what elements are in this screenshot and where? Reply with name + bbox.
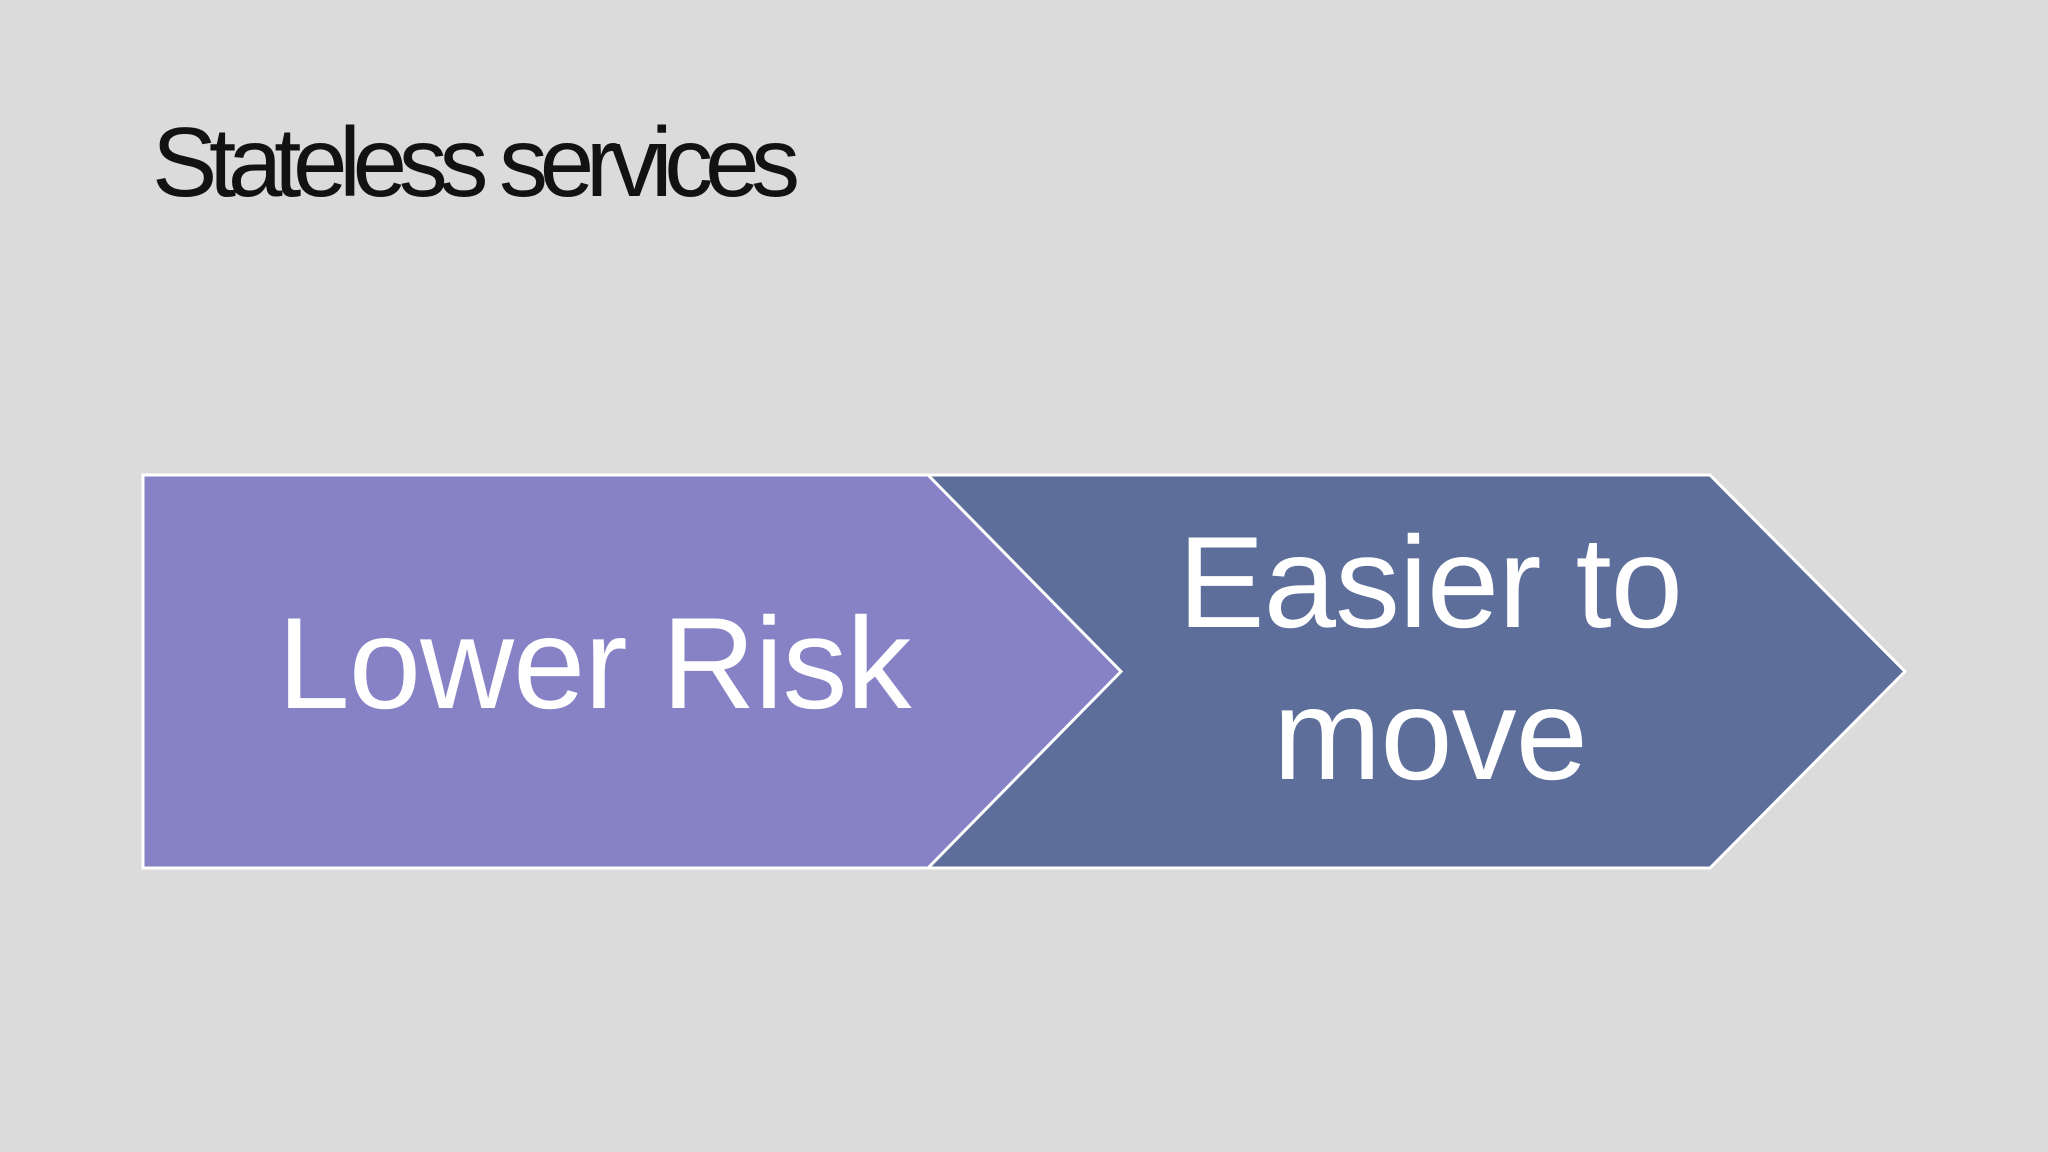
arrow-label-easier-to-move: Easier to move (1177, 509, 1683, 807)
slide-title: Stateless services (152, 107, 800, 217)
arrow-label-lower-risk: Lower Risk (277, 590, 912, 736)
arrow-shape-lower-risk (141, 473, 1124, 870)
